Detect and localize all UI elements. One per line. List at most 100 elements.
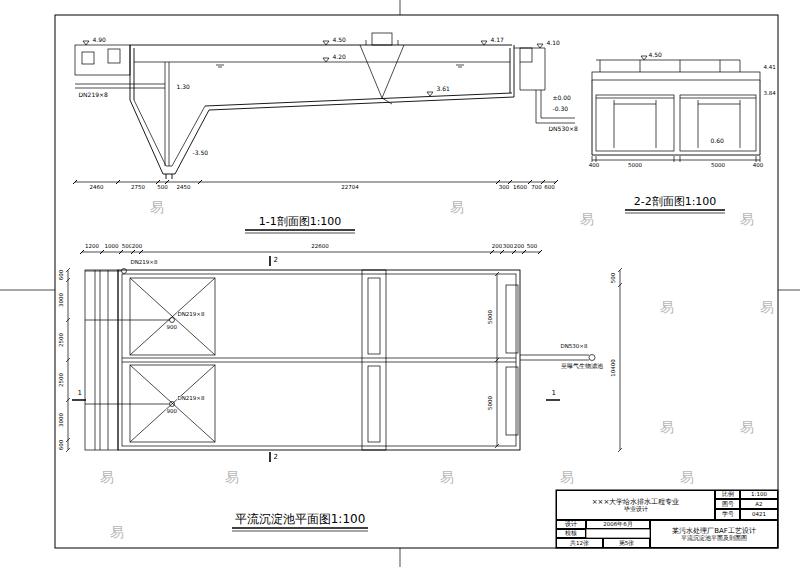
pipe-end	[589, 355, 595, 361]
section-mark	[72, 256, 560, 462]
title-block-cell: 比例	[715, 490, 740, 499]
title-block-text: 校核	[565, 530, 577, 536]
watermark: 易	[560, 470, 574, 484]
hopper-wall	[130, 100, 209, 179]
scraper-motor	[372, 33, 392, 45]
elevation-symbol	[83, 41, 647, 96]
section-mark: 2	[273, 257, 278, 264]
water-symbol	[216, 65, 464, 67]
elevation-label: 3.61	[436, 86, 450, 92]
dimension-label: 400	[588, 163, 600, 169]
scraper-gate	[614, 100, 740, 148]
vertical-pipe	[165, 62, 169, 166]
title-block-text: 图号	[722, 501, 734, 507]
watermark: 易	[225, 470, 239, 484]
pipe-label: DN219×8	[177, 396, 205, 402]
dimension-label: 5000	[711, 163, 726, 169]
dimension-label: 700	[531, 185, 543, 191]
pipe-label: 至曝气生物滤池	[560, 364, 603, 370]
dimension-label: 300	[502, 244, 514, 250]
watermark: 易	[660, 420, 674, 434]
dimension-tick	[80, 250, 542, 254]
title-underline	[232, 531, 368, 532]
title-block-text: 平流沉淀池平面及剖面图	[681, 535, 747, 541]
title-block-cell: 校核	[556, 529, 586, 538]
inlet-channel	[85, 270, 118, 450]
title-block-cell: 设计	[556, 520, 586, 529]
outlet-channel	[514, 48, 545, 90]
dimension-label: 500	[526, 244, 538, 250]
inlet-pipe	[75, 84, 165, 88]
dimension-label: 1000	[104, 244, 119, 250]
title-block-text: 某污水处理厂BAF工艺设计	[672, 527, 756, 535]
dimension-line	[66, 268, 70, 452]
outlet-trough	[506, 367, 518, 435]
title-underline	[625, 213, 725, 214]
title-block-cell: 某污水处理厂BAF工艺设计平流沉淀池平面及剖面图	[650, 520, 778, 548]
dimension-label: 22704	[341, 185, 360, 191]
elevation-label: 0.60	[710, 138, 724, 144]
sludge-hopper	[130, 365, 215, 442]
section-title: 2-2剖面图1:100	[633, 196, 717, 207]
dimension-label: 3000	[59, 293, 65, 308]
tank-chamber	[596, 95, 674, 151]
title-block-text: 设计	[565, 521, 577, 527]
dimension-label: 600	[59, 439, 65, 451]
handrail	[596, 60, 740, 72]
water-surface	[134, 62, 510, 63]
title-block-text: 第5张	[619, 540, 635, 546]
water-surface	[596, 98, 756, 99]
dimension-tick	[73, 180, 558, 184]
title-block-cell: 0421	[740, 509, 778, 520]
title-block-cell: 共12张	[556, 538, 603, 548]
watermark: 易	[660, 300, 674, 314]
section-title: 1-1剖面图1:100	[258, 216, 342, 227]
inlet-channel	[75, 45, 130, 75]
tank-outline	[118, 270, 520, 450]
outlet-pipe	[520, 355, 589, 360]
sludge-hopper	[130, 278, 215, 355]
title-block-text: 0421	[752, 511, 766, 517]
title-block-text: 比例	[722, 491, 734, 497]
inlet-fitting	[108, 49, 120, 63]
pipe-end	[170, 318, 175, 323]
scraper-bridge	[362, 270, 386, 450]
title-block-cell: 学号	[715, 509, 740, 520]
pipe-label: DN530×8	[548, 126, 578, 132]
dimension-label: 5000	[488, 310, 494, 325]
pipe-label: DN530×8	[560, 344, 588, 350]
watermark: 易	[450, 200, 464, 214]
pipe-label: DN219×8	[177, 312, 205, 318]
elevation-label: 4.17	[490, 37, 504, 43]
dimension-label: 400	[752, 163, 764, 169]
hopper-slope	[130, 365, 215, 442]
watermark: 易	[680, 470, 694, 484]
tank-wall	[510, 45, 514, 97]
tank-chamber	[680, 95, 756, 151]
dimension-label: 600	[59, 269, 65, 281]
dimension-line	[495, 272, 499, 448]
watermark: 易	[100, 470, 114, 484]
title-block-cell: 第5张	[603, 538, 650, 548]
dimension-label: 300	[498, 185, 510, 191]
title-block-cell: 1:100	[740, 490, 778, 499]
dimension-label: 22600	[311, 244, 330, 250]
dimension-label: 500	[157, 185, 169, 191]
watermark: 易	[110, 525, 124, 539]
title-block-cell	[586, 529, 650, 538]
tank-inner	[122, 274, 516, 446]
inlet-channel-wall	[95, 270, 108, 450]
dimension-label: 500	[611, 272, 617, 284]
elevation-label: 4.50	[332, 37, 346, 43]
watermark: 易	[440, 470, 454, 484]
section-mark: 1	[77, 390, 82, 397]
dimension-label: 2450	[176, 185, 191, 191]
title-underline	[245, 229, 355, 231]
hopper-slope	[130, 278, 215, 355]
elevation-label: 3.84	[763, 91, 776, 97]
dimension-label: 3000	[59, 413, 65, 428]
elevation-label: 4.41	[763, 65, 776, 71]
